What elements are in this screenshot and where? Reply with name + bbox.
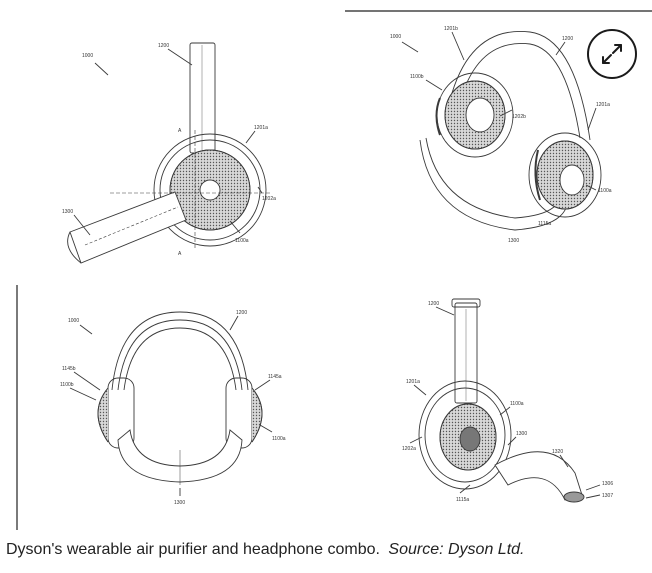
expand-image-button[interactable]	[587, 29, 637, 79]
label: A	[178, 251, 182, 257]
label: 1145a	[268, 374, 282, 380]
caption-source: Source: Dyson Ltd.	[388, 541, 525, 558]
label: 1306	[602, 481, 613, 487]
figure-borders	[16, 10, 652, 530]
label: 1300	[508, 238, 519, 244]
label: 1307	[602, 493, 613, 499]
label: 1100a	[235, 238, 249, 244]
figure-top-right: 1000 1201b 1200 1100b 1202b 1201a 1100a …	[390, 26, 612, 244]
figure-bottom-right: 1200 1201a 1100a 1300 1202a 1115a 1320 1…	[402, 298, 613, 503]
figure-bottom-left: 1000 1200 1145b 1100b 1145a 1100a 1300	[60, 310, 286, 506]
label: 1201a	[254, 125, 268, 131]
label: 1300	[174, 500, 185, 506]
label: 1202a	[402, 446, 416, 452]
label: A	[178, 128, 182, 134]
label: 1200	[428, 301, 439, 307]
label: 1202b	[512, 114, 526, 120]
label: 1300	[62, 209, 73, 215]
label: 1000	[390, 34, 401, 40]
expand-arrows-icon	[602, 44, 622, 64]
label: 1300	[516, 431, 527, 437]
label: 1100a	[510, 401, 524, 407]
label: 1202a	[262, 196, 276, 202]
label: 1100a	[598, 188, 612, 194]
label: 1200	[236, 310, 247, 316]
label: 1100a	[272, 436, 286, 442]
label: 1201a	[596, 102, 610, 108]
label: 1100b	[410, 74, 424, 80]
label: 1100b	[60, 382, 74, 388]
image-caption: Dyson's wearable air purifier and headph…	[6, 541, 646, 559]
label: 1145b	[62, 366, 76, 372]
label: 1201a	[406, 379, 420, 385]
label: 1200	[562, 36, 573, 42]
label: 1000	[82, 53, 93, 59]
figure-top-left: 1000 1200 1201a 1202a 1100a 1300 A A	[62, 42, 276, 264]
label: 1200	[158, 43, 169, 49]
caption-text: Dyson's wearable air purifier and headph…	[6, 541, 380, 558]
label: 1320	[552, 449, 563, 455]
label: 1201b	[444, 26, 458, 32]
patent-figure-image: 1000 1200 1201a 1202a 1100a 1300 A A	[16, 10, 652, 530]
label: 1000	[68, 318, 79, 324]
label: 1115a	[538, 221, 551, 227]
label: 1115a	[456, 497, 469, 503]
